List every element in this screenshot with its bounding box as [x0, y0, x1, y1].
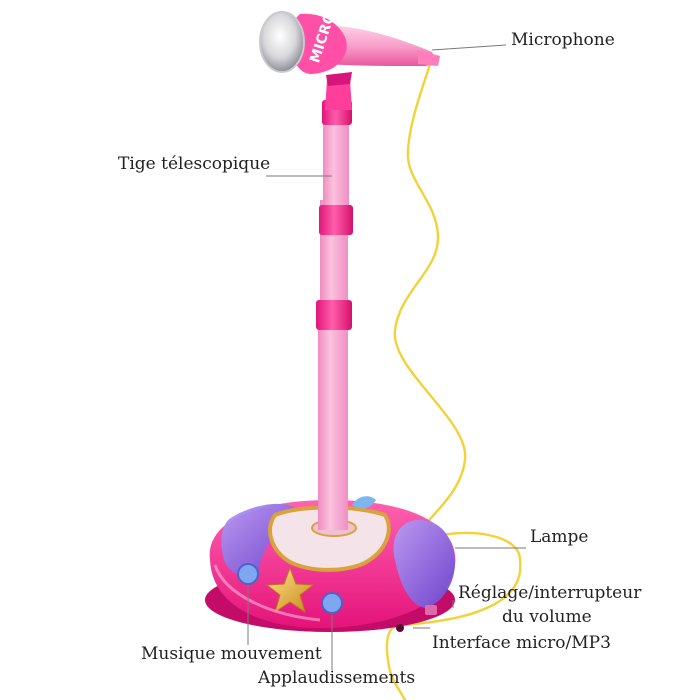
- applause-button: [321, 592, 343, 614]
- base-unit: [205, 496, 456, 632]
- microphone-grill: [259, 11, 305, 73]
- label-applause: Applaudissements: [258, 668, 416, 688]
- telescopic-pole: [316, 72, 353, 530]
- star-icon: [265, 566, 315, 614]
- label-telescopic-rod: Tige télescopique: [118, 154, 271, 174]
- label-microphone: Microphone: [511, 30, 615, 50]
- label-volume-switch: Réglage/interrupteur du volume: [458, 583, 642, 627]
- label-mic-mp3-interface: Interface micro/MP3: [432, 633, 611, 653]
- label-volume-line1: Réglage/interrupteur: [458, 583, 642, 603]
- microphone: MICRO: [259, 10, 440, 75]
- label-music-motion: Musique mouvement: [141, 644, 322, 664]
- label-volume-line2: du volume: [502, 606, 592, 627]
- label-lamp: Lampe: [530, 527, 589, 547]
- leader-lines: [247, 44, 526, 670]
- music-motion-button: [237, 563, 259, 585]
